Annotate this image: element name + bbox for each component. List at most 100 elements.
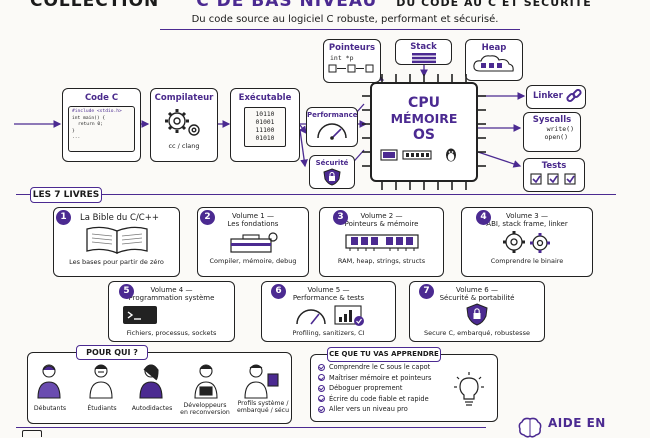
shield-lock-icon [323, 168, 341, 186]
learn-item: Écrire du code fiable et rapide [318, 394, 478, 405]
check-circle-icon [318, 405, 325, 413]
heap-title: Heap [481, 43, 507, 53]
code-line: return 0; [78, 122, 103, 127]
learn-label: CE QUE TU VAS APPRENDRE [327, 347, 441, 362]
chip-components-icon [380, 148, 456, 162]
pointers-box: Pointeurs int *p [323, 39, 381, 83]
gears-icon [503, 231, 550, 253]
book-7-title2: Sécurité & portabilité [439, 294, 515, 302]
compiler-sub: cc / clang [168, 142, 200, 150]
linker-title: Linker [533, 91, 563, 101]
security-box: Sécurité [309, 155, 355, 189]
code-line: ... [72, 135, 81, 140]
book-2-title2: Les fondations [227, 220, 279, 228]
lightbulb-icon [454, 372, 484, 406]
book-3-number: 3 [333, 210, 348, 225]
footer-rule [16, 427, 486, 428]
book-4-sub: Comprendre le binaire [490, 257, 564, 265]
gauge-chart-icon [295, 305, 364, 326]
book-card-5: Volume 4 — Programmation système Fichier… [108, 281, 235, 342]
stack-layers-icon [412, 53, 436, 64]
toolbox-icon [230, 232, 278, 253]
audience-career-changers: Développeurs en reconversion [180, 402, 230, 416]
performance-title: Performance [307, 111, 358, 119]
pointers-sub: int *p [330, 54, 354, 62]
header-title-right: C DE BAS NIVEAU [196, 0, 378, 11]
code-line: #include <stdio.h> [72, 109, 122, 114]
cpu-label: CPU [408, 95, 440, 111]
open-book-icon [85, 226, 148, 254]
book-1-title: La Bible du C/C++ [80, 213, 159, 223]
learn-item-label: Déboguer proprement [329, 384, 403, 393]
book-5-number: 5 [119, 284, 134, 299]
book-6-title: Volume 5 — [307, 286, 350, 294]
book-7-sub: Secure C, embarqué, robustesse [424, 329, 530, 337]
audience-students: Étudiants [87, 405, 117, 412]
subtitle-underline [160, 29, 520, 30]
learn-list: Comprendre le C sous le capot Maîtriser … [318, 362, 478, 415]
code-c-box: Code C #include <stdio.h> int main() { r… [62, 88, 141, 162]
book-3-title2: Pointeurs & mémoire [344, 220, 419, 228]
check-circle-icon [318, 374, 325, 382]
book-7-title: Volume 6 — [456, 286, 498, 294]
book-3-title: Volume 2 — [360, 212, 403, 220]
book-7-number: 7 [419, 284, 434, 299]
tests-box: Tests [523, 158, 585, 192]
check-circle-icon [318, 395, 325, 403]
checkboxes-icon [530, 173, 576, 185]
check-circle-icon [318, 384, 325, 392]
header-title: COLLECTION C DE BAS NIVEAU DU CODE AU C … [30, 0, 630, 11]
check-circle-icon [318, 363, 325, 371]
brain-icon [518, 417, 542, 438]
syscall-write: write() [546, 125, 574, 133]
security-title: Sécurité [315, 159, 349, 167]
cpu-chip: CPU MÉMOIRE OS [370, 82, 478, 182]
memory-label: MÉMOIRE [390, 111, 458, 126]
book-5-title: Volume 4 — [150, 286, 193, 294]
binary-line: 11100 [255, 127, 275, 134]
learn-item: Maîtriser mémoire et pointeurs [318, 373, 478, 384]
books-section-label: LES 7 LIVRES [30, 187, 102, 203]
learn-item: Déboguer proprement [318, 383, 478, 394]
for-whom-label: POUR QUI ? [76, 345, 148, 360]
syscalls-box: Syscalls write() open() [523, 112, 581, 152]
gauge-icon [317, 123, 347, 140]
header-title-far-right: DU CODE AU C ET SÉCURITÉ [396, 0, 592, 9]
learn-item-label: Écrire du code fiable et rapide [329, 394, 429, 403]
book-6-number: 6 [271, 284, 286, 299]
compiler-title: Compilateur [154, 93, 214, 103]
footer-brand: AIDE EN [518, 412, 650, 438]
people-icons [37, 364, 279, 399]
code-editor-window: #include <stdio.h> int main() { return 0… [68, 106, 135, 152]
book-5-sub: Fichiers, processus, sockets [126, 329, 217, 337]
terminal-icon [123, 306, 157, 324]
heap-box: Heap [465, 39, 523, 81]
book-4-title: Volume 3 — [506, 212, 548, 220]
book-1-number: 1 [56, 210, 71, 225]
audience-self-taught: Autodidactes [131, 405, 173, 412]
chain-link-icon [566, 89, 582, 103]
code-line: int main() { [72, 115, 106, 121]
gears-icon [165, 109, 200, 136]
book-2-number: 2 [200, 210, 215, 225]
syscall-open: open() [544, 133, 568, 141]
learn-item: Comprendre le C sous le capot [318, 362, 478, 373]
book-4-title2: ABI, stack frame, linker [486, 220, 568, 228]
cpu-chip-pins [362, 74, 486, 190]
books-label-rule [16, 194, 616, 195]
binary-file: 10110 01001 11100 01010 [244, 107, 286, 147]
book-6-sub: Profiling, sanitizers, CI [292, 329, 365, 337]
book-6-title2: Performance & tests [292, 294, 365, 302]
os-label: OS [413, 127, 435, 143]
binary-line: 10110 [255, 111, 275, 118]
binary-line: 01010 [255, 135, 275, 142]
executable-title: Exécutable [238, 93, 292, 103]
learn-item-label: Aller vers un niveau pro [329, 405, 408, 414]
audience-beginners: Débutants [33, 405, 67, 412]
pointers-title: Pointeurs [328, 43, 376, 53]
shield-lock-icon [466, 303, 488, 326]
syscalls-title: Syscalls [532, 115, 572, 125]
linked-boxes-icon [328, 64, 374, 73]
audience-system-profiles: Profils système / embarqué / sécu [236, 400, 290, 414]
executable-box: Exécutable 10110 01001 11100 01010 [230, 88, 300, 162]
